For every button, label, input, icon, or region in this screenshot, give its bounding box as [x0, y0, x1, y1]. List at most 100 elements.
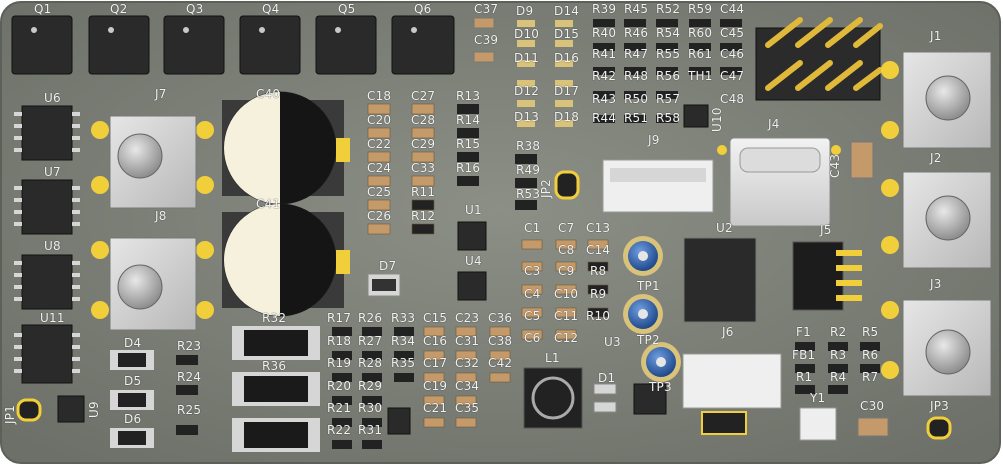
ref-R7: R7 [862, 370, 879, 384]
ref-R49: R49 [516, 163, 541, 177]
ref-R42: R42 [592, 69, 617, 83]
u9-ic [57, 395, 85, 423]
ref-R47: R47 [624, 47, 649, 61]
ref-C29: C29 [411, 137, 436, 151]
jp2-jumper [554, 170, 580, 200]
ref-C27: C27 [411, 89, 436, 103]
electrolytic-c40 [222, 91, 350, 205]
c30-cap [857, 417, 889, 437]
cap-grid-c1-c14 [521, 239, 609, 340]
j6-jst-connector [682, 353, 782, 409]
ref-C34: C34 [455, 379, 480, 393]
ref-JP1: JP1 [3, 404, 17, 424]
ref-C41: C41 [256, 197, 281, 211]
u2-qfn [683, 237, 757, 323]
ref-Q6: Q6 [414, 2, 432, 16]
ref-C16: C16 [423, 334, 448, 348]
ref-TP3: TP3 [649, 380, 672, 394]
ref-C43: C43 [828, 153, 842, 178]
ref-C26: C26 [367, 209, 392, 223]
ref-J3: J3 [930, 277, 942, 291]
ref-TP2: TP2 [637, 333, 660, 347]
ref-D5: D5 [124, 374, 142, 388]
ref-C6: C6 [524, 331, 541, 345]
ref-U11: U11 [40, 311, 65, 325]
ref-R10: R10 [586, 309, 611, 323]
ref-C12: C12 [554, 331, 579, 345]
j5-connector [792, 241, 844, 311]
resistor-grid-bottom [332, 327, 414, 449]
ref-R19: R19 [327, 356, 352, 370]
ref-TH1: TH1 [688, 69, 713, 83]
ref-C5: C5 [524, 309, 541, 323]
ref-R54: R54 [656, 26, 681, 40]
ref-R12: R12 [411, 209, 436, 223]
ref-Q5: Q5 [338, 2, 356, 16]
ref-JP2: JP2 [539, 178, 553, 198]
ref-R48: R48 [624, 69, 649, 83]
ref-D6: D6 [124, 412, 142, 426]
ref-U6: U6 [44, 91, 61, 105]
ref-FB1: FB1 [792, 348, 816, 362]
u1-ic [457, 221, 487, 251]
ref-Q1: Q1 [34, 2, 52, 16]
ref-R13: R13 [456, 89, 481, 103]
ref-R38: R38 [516, 139, 541, 153]
ref-J2: J2 [930, 151, 942, 165]
d1-led [593, 383, 617, 395]
ref-D10: D10 [514, 27, 540, 41]
ref-C19: C19 [423, 379, 448, 393]
ref-R8: R8 [590, 264, 607, 278]
ref-Y1: Y1 [810, 391, 826, 405]
ref-U3: U3 [604, 335, 621, 349]
ref-D9: D9 [516, 4, 534, 18]
ref-R51: R51 [624, 111, 649, 125]
ref-C20: C20 [367, 113, 392, 127]
ref-R25: R25 [177, 403, 202, 417]
soic-left-column [21, 105, 73, 384]
ref-D11: D11 [514, 51, 540, 65]
ref-J1: J1 [930, 29, 942, 43]
ref-R50: R50 [624, 92, 649, 106]
ref-C24: C24 [367, 161, 392, 175]
ref-R59: R59 [688, 2, 713, 16]
test-points [623, 236, 681, 382]
ref-C15: C15 [423, 311, 448, 325]
ref-Q2: Q2 [110, 2, 128, 16]
j4-pins [765, 17, 883, 91]
ref-U7: U7 [44, 165, 61, 179]
ref-R28: R28 [358, 356, 383, 370]
ref-R56: R56 [656, 69, 681, 83]
q6-package [391, 15, 455, 75]
ref-R60: R60 [688, 26, 713, 40]
ref-C22: C22 [367, 137, 392, 151]
ref-J8: J8 [155, 209, 167, 223]
ref-R11: R11 [411, 185, 436, 199]
ref-J7: J7 [155, 87, 167, 101]
ref-U9: U9 [87, 401, 101, 418]
ref-R43: R43 [592, 92, 617, 106]
ref-R30: R30 [358, 401, 383, 415]
smd-cap-grid [367, 103, 435, 235]
ref-R35: R35 [391, 356, 416, 370]
jp1-jumper [16, 398, 42, 422]
ref-R9: R9 [590, 287, 607, 301]
ref-R22: R22 [327, 423, 352, 437]
c37-cap [473, 17, 495, 29]
u3-ic [633, 383, 667, 415]
ref-R23: R23 [177, 339, 202, 353]
ref-C40: C40 [256, 87, 281, 101]
shunt-resistors [232, 326, 320, 452]
ref-R40: R40 [592, 26, 617, 40]
ref-R17: R17 [327, 311, 352, 325]
ref-C11: C11 [554, 309, 579, 323]
ref-C10: C10 [554, 287, 579, 301]
ref-C32: C32 [455, 356, 480, 370]
ref-C38: C38 [488, 334, 513, 348]
electrolytic-c41 [222, 203, 350, 317]
ref-R45: R45 [624, 2, 649, 16]
ref-R2: R2 [830, 325, 847, 339]
ref-R1: R1 [796, 370, 813, 384]
ref-D7: D7 [379, 259, 397, 273]
ref-C48: C48 [720, 92, 745, 106]
